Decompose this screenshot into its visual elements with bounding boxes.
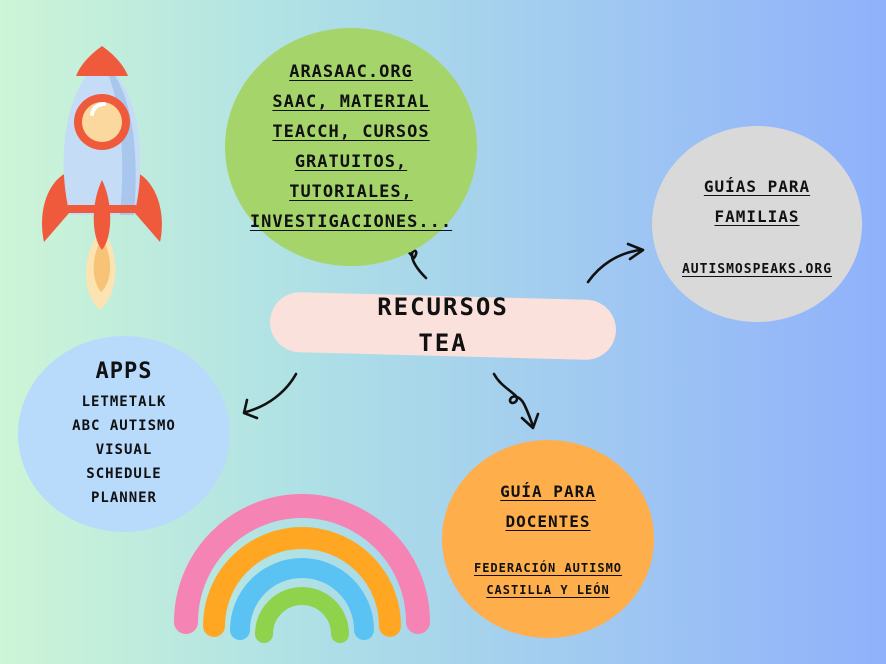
node-familias: GUÍAS PARA FAMILIAS AUTISMOSPEAKS.ORG (652, 126, 862, 322)
familias-link[interactable]: AUTISMOSPEAKS.ORG (681, 261, 833, 277)
center-label: RECURSOS TEA (270, 285, 616, 365)
node-apps: APPS LETMETALK ABC AUTISMO VISUAL SCHEDU… (18, 336, 230, 532)
docentes-title-line-1: GUÍA PARA (500, 482, 596, 501)
docentes-title-line-2: DOCENTES (505, 512, 591, 531)
apps-item: LETMETALK (81, 393, 167, 410)
center-title-line-1: RECURSOS (377, 293, 509, 321)
familias-title-line-2: FAMILIAS (714, 206, 800, 226)
docentes-link-line-2[interactable]: CASTILLA Y LEÓN (486, 583, 610, 597)
apps-item: SCHEDULE (86, 465, 162, 482)
arrow-to-familias (586, 248, 642, 284)
docentes-link-line-1[interactable]: FEDERACIÓN AUTISMO (473, 561, 623, 575)
arasaac-line-6[interactable]: INVESTIGACIONES... (249, 212, 453, 232)
apps-item: PLANNER (90, 489, 157, 506)
arrow-to-docentes (492, 372, 535, 428)
familias-title-line-1: GUÍAS PARA (703, 176, 811, 196)
arasaac-line-4[interactable]: GRATUITOS, (294, 152, 408, 172)
apps-item: VISUAL (95, 441, 153, 458)
arasaac-line-3[interactable]: TEACCH, CURSOS (272, 122, 430, 142)
arasaac-line-2[interactable]: SAAC, MATERIAL (272, 92, 430, 112)
arasaac-line-5[interactable]: TUTORIALES, (289, 182, 413, 202)
node-docentes: GUÍA PARA DOCENTES FEDERACIÓN AUTISMO CA… (442, 440, 654, 638)
arrow-to-apps (244, 372, 298, 414)
apps-title: APPS (95, 358, 153, 384)
node-arasaac: ARASAAC.ORG SAAC, MATERIAL TEACCH, CURSO… (225, 28, 477, 266)
apps-item: ABC AUTISMO (72, 417, 176, 434)
center-title-line-2: TEA (418, 329, 468, 357)
arasaac-line-1[interactable]: ARASAAC.ORG (289, 62, 413, 82)
